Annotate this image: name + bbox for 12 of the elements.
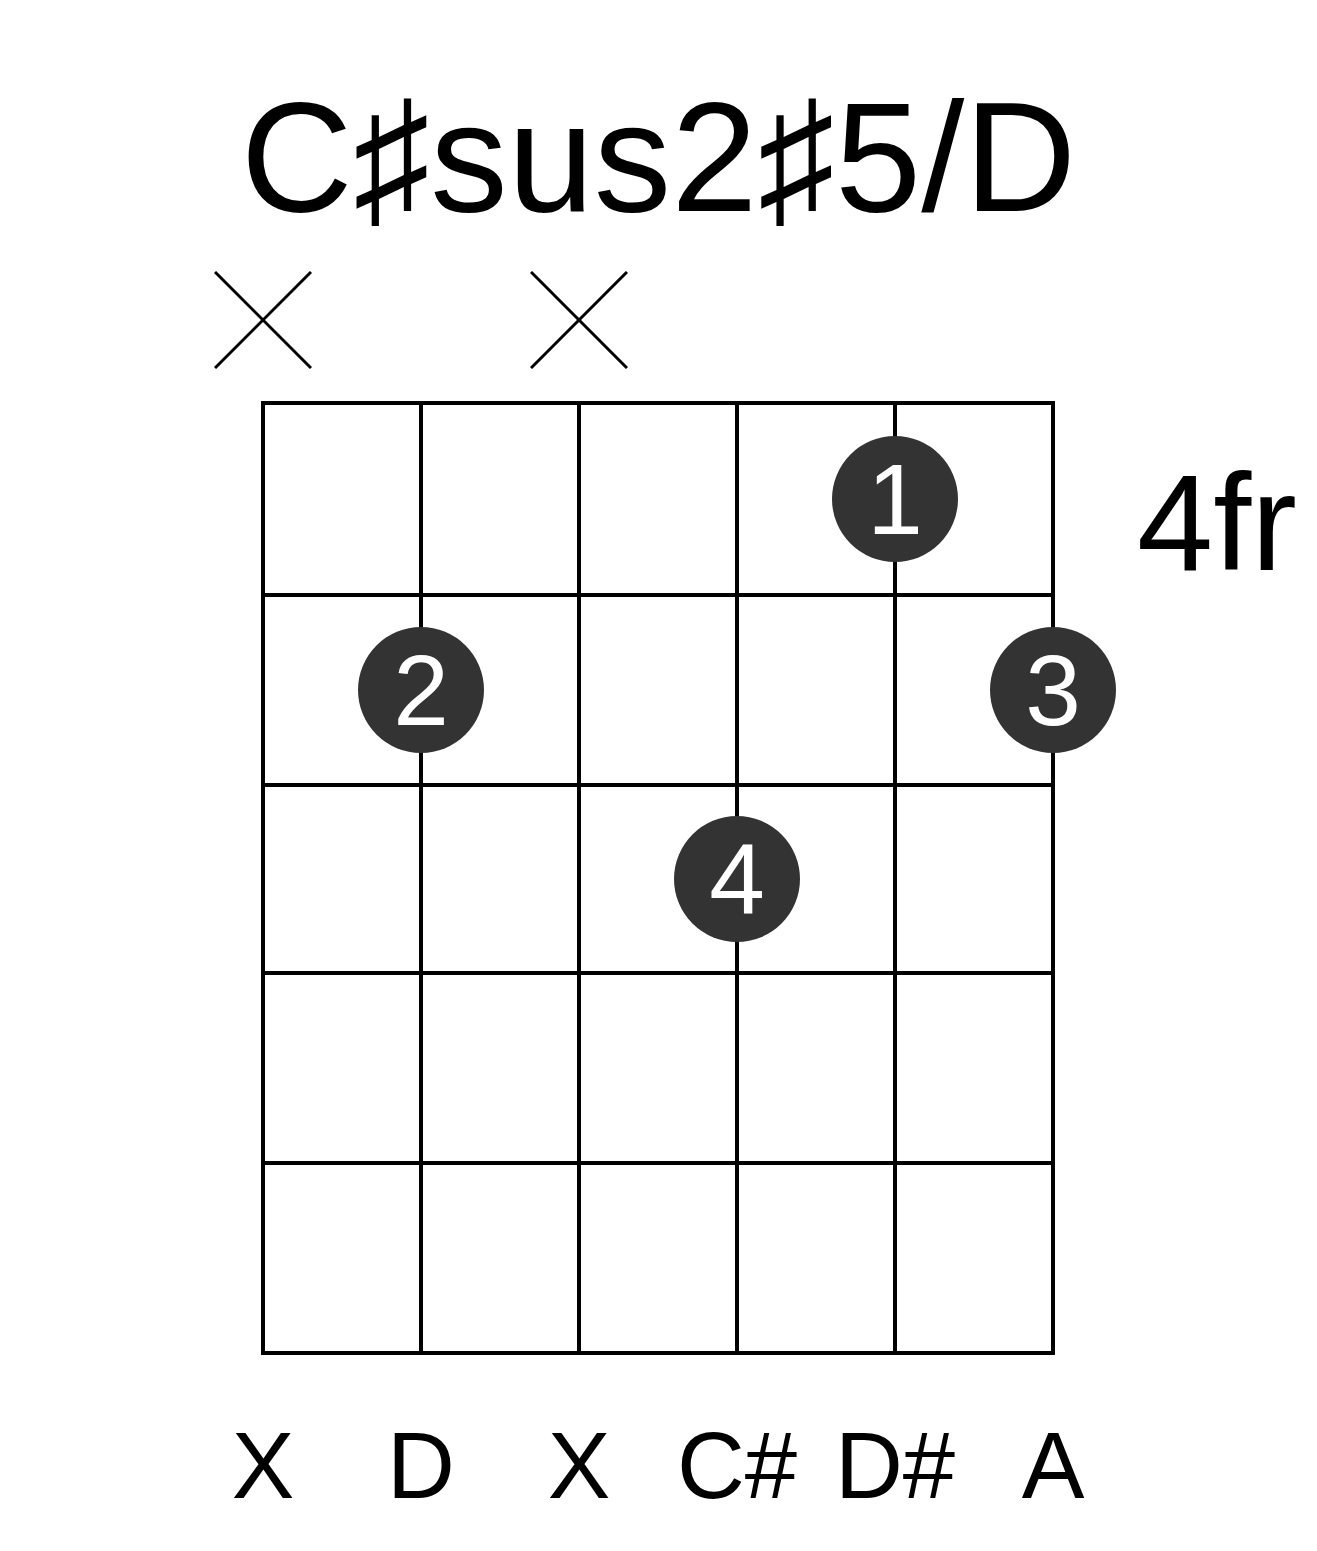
string-note-label: X [231, 1419, 295, 1513]
string-note-label: X [547, 1419, 611, 1513]
finger-dot: 2 [358, 627, 484, 753]
chord-title: C♯sus2♯5/D [240, 80, 1077, 235]
finger-dot: 1 [832, 436, 958, 562]
finger-dot: 3 [990, 627, 1116, 753]
string-note-label: A [1021, 1419, 1085, 1513]
fret-position-label: 4fr [1137, 454, 1297, 591]
finger-dot: 4 [674, 816, 800, 942]
string-note-label: D# [834, 1419, 956, 1513]
string-note-label: D [387, 1419, 455, 1513]
string-note-label: C# [676, 1419, 798, 1513]
